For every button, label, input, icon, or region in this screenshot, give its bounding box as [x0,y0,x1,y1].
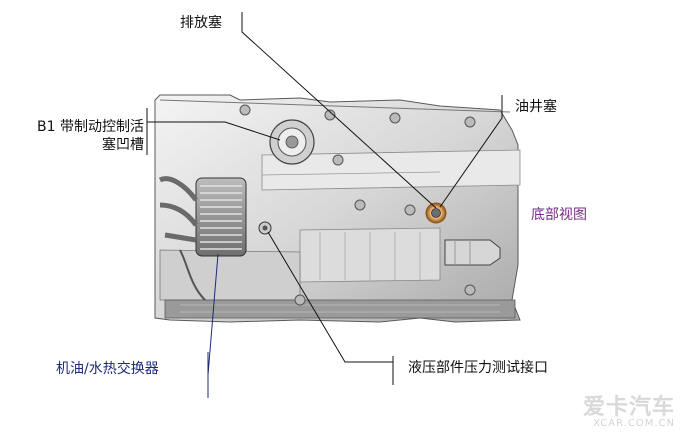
leader-hydraulic-port [267,231,394,385]
label-drain-plug: 排放塞 [180,15,222,31]
leader-oil-well-plug [439,95,503,208]
side-connector [444,239,501,266]
label-heat-exchanger: 机油/水热交换器 [56,361,159,377]
label-hydraulic-port: 液压部件压力测试接口 [408,360,548,376]
leader-b1-groove [146,108,281,155]
label-bottom-view: 底部视图 [531,207,587,223]
watermark-sub: XCAR.COM.CN [593,418,675,429]
label-b1-groove-line2: 塞凹槽 [102,137,144,153]
hydraulic-test-port [258,221,272,235]
leader-heat-exchanger [207,253,219,398]
oil-well-plug [425,202,447,224]
b1-piston-boss [269,119,315,165]
heat-exchanger [158,176,247,301]
label-oil-well-plug: 油井塞 [515,99,557,115]
watermark: 爱卡汽车 XCAR.COM.CN [583,389,675,429]
watermark-main: 爱卡汽车 [582,395,675,420]
leader-drain-plug [241,12,437,209]
leader-lines [146,12,503,398]
label-b1-groove-line1: B1 带制动控制活 [37,119,144,135]
label-b1-groove: B1 带制动控制活 塞凹槽 [8,118,144,154]
